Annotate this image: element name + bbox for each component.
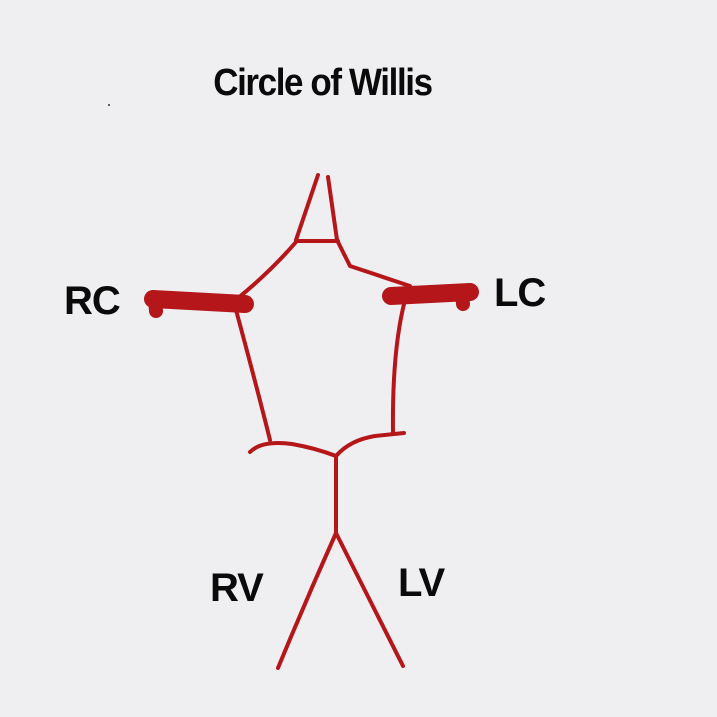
left-anterior-cerebral-artery (326, 175, 339, 242)
right-vertebral-artery (276, 531, 338, 670)
right-proximal-anterior-cerebral (236, 240, 298, 300)
left-proximal-anterior-cerebral (336, 240, 412, 288)
left-posterior-cerebral-artery (334, 431, 406, 458)
label-left-vertebral: LV (398, 561, 445, 605)
left-vertebral-artery (334, 531, 405, 668)
left-posterior-communicating-artery (390, 298, 407, 434)
stray-dot (108, 104, 110, 106)
diagram-title: Circle of Willis (213, 62, 433, 104)
label-right-carotid: RC (64, 279, 121, 323)
right-posterior-communicating-artery (234, 308, 272, 442)
label-right-vertebral: RV (210, 566, 264, 610)
right-posterior-cerebral-artery (248, 441, 338, 458)
left-internal-carotid-tip (455, 286, 470, 311)
right-internal-carotid-tip (148, 293, 163, 318)
right-anterior-cerebral-artery (294, 173, 320, 242)
right-internal-carotid (144, 290, 254, 313)
label-left-carotid: LC (494, 271, 546, 315)
